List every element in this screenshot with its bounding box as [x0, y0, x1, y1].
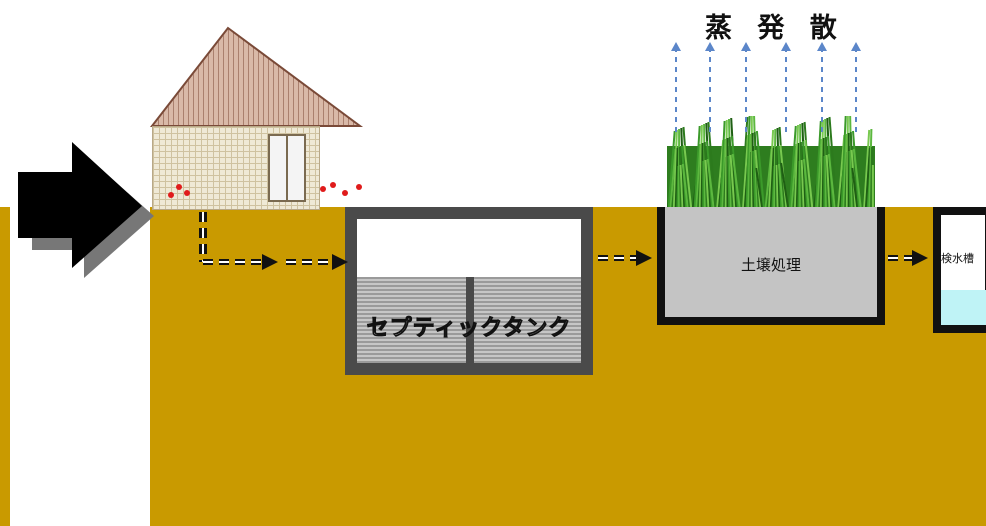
grass-blade: [795, 142, 800, 208]
grass-blade: [707, 121, 717, 208]
inspection-tank-label-clip: 検水槽: [941, 246, 986, 268]
house-door: [268, 134, 306, 202]
grass-blade: [777, 163, 784, 208]
grass-blade: [695, 143, 702, 208]
grass-blade: [837, 134, 846, 208]
grass-blade: [845, 116, 849, 208]
grass-blade: [775, 164, 779, 208]
grass-blade: [672, 129, 678, 208]
grass-blade: [698, 124, 703, 208]
grass: [667, 116, 875, 208]
grass-blade: [840, 116, 847, 208]
grass-blade: [745, 116, 751, 208]
septic-tank-label: セプティックタンク: [366, 316, 572, 342]
grass-blade: [740, 116, 749, 208]
grass-blade: [816, 138, 823, 208]
grass-blade: [769, 147, 775, 208]
flower: [356, 184, 362, 190]
grass-blade: [828, 116, 838, 208]
inspection-tank-water: [941, 290, 986, 325]
grass-blade: [742, 134, 750, 208]
grass-blade: [755, 130, 765, 208]
grass-blade: [669, 148, 677, 208]
grass-blade: [681, 163, 689, 208]
grass-blade: [864, 147, 871, 208]
evaporation-arrows: [671, 42, 861, 132]
grass-blade: [719, 120, 726, 208]
grass-blade: [821, 137, 825, 208]
grass-blade: [868, 128, 873, 208]
grass-blade: [706, 158, 715, 208]
grass-blade: [814, 120, 822, 208]
grass-blade: [755, 167, 764, 208]
grass-blade: [683, 144, 693, 208]
evaporation-title: 蒸 発 散: [705, 13, 845, 44]
flower: [184, 190, 190, 196]
grass-blade: [851, 167, 859, 208]
flower: [168, 192, 174, 198]
grass-blade: [667, 130, 676, 208]
flower: [320, 186, 326, 192]
grass-blade: [825, 154, 831, 208]
grass-blade: [827, 153, 836, 208]
grass-blade: [848, 150, 852, 208]
grass-blade: [716, 139, 725, 208]
grass-blade: [768, 129, 775, 208]
grass-blade: [704, 159, 710, 208]
inspection-tank-label: 検水槽: [941, 252, 974, 265]
septic-tank-divider: [466, 277, 474, 375]
grass-blade: [802, 158, 810, 208]
soil-treatment-box: [657, 207, 885, 325]
grass-blade: [870, 146, 874, 208]
grass-blade: [679, 164, 684, 208]
soil-treatment-label: 土壌処理: [740, 256, 801, 274]
grass-blade: [842, 133, 848, 208]
big-arrow-icon: [18, 142, 154, 278]
grass-blade: [724, 119, 728, 208]
grass-blade: [852, 148, 862, 208]
grass-blade: [800, 159, 805, 208]
ground-edge: [0, 207, 10, 526]
grass-blade: [731, 153, 741, 208]
grass-blade: [693, 125, 701, 208]
grass-blade: [752, 150, 757, 208]
grass-blade: [794, 124, 799, 208]
grass-blade: [790, 143, 798, 208]
flower: [342, 190, 348, 196]
grass-blade: [729, 154, 736, 208]
grass-blade: [721, 138, 727, 208]
grass-blade: [820, 119, 824, 208]
grass-blade: [747, 133, 752, 208]
grass-blade: [773, 128, 777, 208]
grass-blade: [780, 162, 790, 208]
grass-blade: [863, 129, 871, 208]
grass-blade: [788, 125, 797, 208]
grass-blade: [727, 155, 731, 208]
flower: [330, 182, 336, 188]
grass-blade: [700, 142, 704, 208]
flower: [176, 184, 182, 190]
grass-blade: [804, 139, 814, 208]
grass-blade: [764, 148, 773, 208]
grass-blade: [674, 147, 679, 208]
